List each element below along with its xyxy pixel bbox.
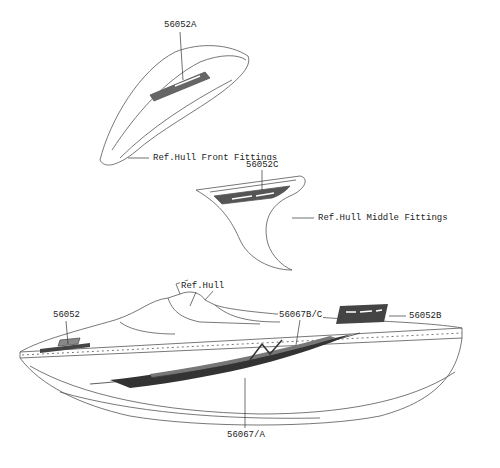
- side-stripe: [110, 334, 352, 388]
- part-number: 56052: [52, 310, 81, 320]
- reference-note: Ref.Hull Middle Fittings: [317, 213, 449, 223]
- part-number: 56052C: [245, 160, 279, 170]
- reference-note: Ref.Hull: [180, 281, 225, 291]
- front-cowl: [100, 46, 249, 165]
- hull-deck: [20, 292, 462, 425]
- part-number: 56052A: [163, 20, 197, 30]
- part-number: 56052B: [408, 311, 442, 321]
- part-number: 56067B/C: [278, 310, 323, 320]
- leader-lines: [66, 32, 406, 428]
- bow-decal: [40, 343, 90, 353]
- middle-decal: [214, 186, 290, 204]
- cowl-decal: [150, 72, 210, 101]
- rear-decal: [336, 304, 388, 324]
- part-number: 56067/A: [226, 430, 266, 440]
- middle-fitting: [196, 176, 305, 270]
